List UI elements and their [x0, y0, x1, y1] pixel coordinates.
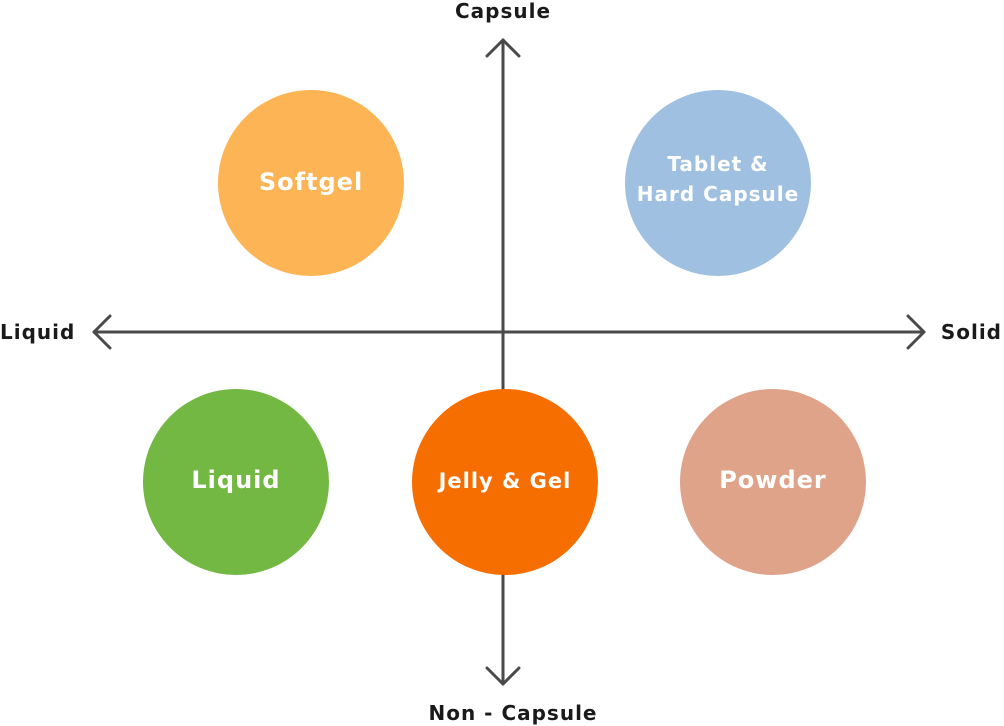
- circle-jelly-shape: [412, 389, 598, 575]
- circle-liquid-shape: [143, 389, 329, 575]
- axis-label-left: Liquid: [0, 320, 75, 344]
- axis-label-right: Solid: [941, 320, 1002, 344]
- circle-tablet-label-line1: Tablet &: [667, 152, 768, 176]
- left-arrow-icon: [92, 314, 112, 350]
- circle-liquid: Liquid: [143, 389, 329, 575]
- circle-powder-shape: [680, 389, 866, 575]
- circle-powder-label: Powder: [719, 466, 827, 494]
- up-arrow-icon: [485, 38, 521, 58]
- axes: [92, 38, 926, 686]
- circle-jelly-gel: Jelly & Gel: [412, 389, 598, 575]
- circle-softgel-shape: [218, 90, 404, 276]
- circle-tablet-shape: [625, 90, 811, 276]
- circle-powder: Powder: [680, 389, 866, 575]
- circle-tablet-label-line2: Hard Capsule: [637, 182, 799, 206]
- axis-label-bottom: Non - Capsule: [429, 701, 598, 725]
- circle-jelly-label: Jelly & Gel: [437, 469, 572, 493]
- right-arrow-icon: [906, 314, 926, 350]
- circle-tablet-hard-capsule: Tablet & Hard Capsule: [625, 90, 811, 276]
- circle-softgel-label: Softgel: [259, 168, 363, 196]
- circle-softgel: Softgel: [218, 90, 404, 276]
- down-arrow-icon: [485, 666, 521, 686]
- circle-liquid-label: Liquid: [191, 466, 280, 494]
- axis-label-top: Capsule: [455, 0, 551, 23]
